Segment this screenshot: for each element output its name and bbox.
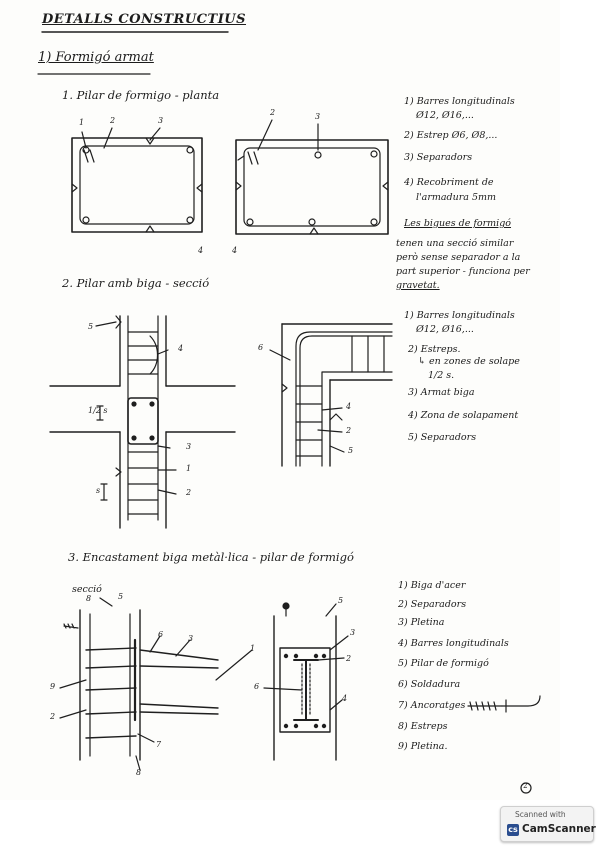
dimension-marks	[96, 405, 108, 501]
steel-beam-section-right	[263, 602, 349, 761]
mark-label: 3	[315, 112, 321, 121]
mark-label: 5	[118, 592, 124, 601]
legend1-line: 2) Estrep Ø6, Ø8,...	[404, 130, 498, 141]
spacer-right	[196, 183, 203, 193]
legend1-line: 1) Barres longitudinals	[404, 96, 515, 107]
note-line: però sense separador a la	[396, 252, 521, 263]
legend3-line: 1) Biga d'acer	[398, 580, 466, 591]
legend2-line: 5) Separadors	[408, 432, 477, 443]
legend3-line: 9) Pletina.	[398, 741, 448, 752]
mark-label: 3	[186, 442, 192, 451]
mark-label: 2	[346, 426, 352, 435]
section-heading: 1) Formigó armat	[38, 50, 154, 65]
legend2-line: 3) Armat biga	[408, 387, 475, 398]
camscanner-badge: Scanned with cs CamScanner	[500, 806, 596, 842]
page-number-circle	[520, 782, 532, 794]
spacer-bottom	[145, 225, 155, 233]
legend2-line: 4) Zona de solapament	[408, 410, 519, 421]
note-line: gravetat.	[396, 280, 440, 291]
hand-sketches	[37, 31, 541, 794]
legend1-line: l'armadura 5mm	[416, 192, 497, 203]
page-number: 2	[523, 782, 528, 790]
legend2-line: ↳ en zones de solape	[418, 356, 520, 367]
page-title: DETALLS CONSTRUCTIUS	[42, 12, 247, 27]
mark-label: 3	[350, 628, 356, 637]
legend1-line: 4) Recobriment de	[404, 177, 494, 188]
legend2-line: 2) Estreps.	[408, 344, 461, 355]
column-plan-right	[235, 139, 389, 235]
mark-label: 6	[258, 343, 264, 352]
subsection-3-title: 3. Encastament biga metàl·lica - pilar d…	[68, 550, 354, 564]
mark-label: 7	[156, 740, 162, 749]
mark-label: 8	[136, 768, 142, 777]
mark-label: 9	[50, 682, 56, 691]
note-line: tenen una secció similar	[396, 238, 514, 249]
scanned-with-label: Scanned with	[515, 810, 566, 819]
anchor-symbol	[467, 695, 541, 713]
note-line: part superior - funciona per	[396, 266, 530, 277]
camscanner-logo-icon: cs	[507, 824, 519, 836]
legend3-line: 6) Soldadura	[398, 679, 461, 690]
scanned-page: DETALLS CONSTRUCTIUS 1) Formigó armat 1.…	[37, 12, 541, 794]
fig1-leaders	[81, 119, 319, 161]
mark-label: 8	[86, 594, 92, 603]
mark-label: 4	[342, 694, 348, 703]
legend2-line: 1/2 s.	[428, 370, 455, 381]
dimension-label: 1/2 s	[88, 406, 108, 415]
legend3-line: 4) Barres longitudinals	[398, 638, 509, 649]
camscanner-brand: CamScanner	[522, 823, 596, 835]
mark-label: 6	[254, 682, 260, 691]
mark-label: 3	[188, 634, 194, 643]
dimension-label: s	[96, 486, 101, 495]
steel-beam-embedding-left	[59, 597, 253, 771]
mark-label: 1	[79, 118, 85, 127]
mark-label: 4	[346, 402, 352, 411]
mark-label: 4	[232, 246, 238, 255]
mark-label: 5	[338, 596, 344, 605]
section-label: secció	[72, 584, 102, 595]
beam-column-corner-right	[269, 323, 393, 467]
stirrup-hook	[83, 149, 95, 163]
subsection-1-title: 1. Pilar de formigo - planta	[62, 88, 220, 102]
legend3-line: 7) Ancoratges	[398, 700, 466, 711]
legend3-line: 3) Pletina	[398, 617, 445, 628]
legend3-line: 2) Separadors	[398, 599, 467, 610]
legend3-line: 8) Estreps	[398, 721, 448, 732]
mark-label: 2	[110, 116, 116, 125]
mark-label: 1	[250, 644, 256, 653]
mark-label: 1	[186, 464, 192, 473]
note-line: Les bigues de formigó	[404, 218, 512, 229]
mark-label: 5	[88, 322, 94, 331]
legend1-line: Ø12, Ø16,...	[416, 110, 474, 121]
legend1-line: 3) Separadors	[404, 152, 473, 163]
mark-label: 2	[50, 712, 56, 721]
column-beam-section-left	[49, 315, 236, 529]
legend2-line: 1) Barres longitudinals	[404, 310, 515, 321]
mark-label: 4	[178, 344, 184, 353]
mark-label: 5	[348, 446, 354, 455]
legend3-line: 5) Pilar de formigó	[398, 658, 489, 669]
mark-label: 6	[158, 630, 164, 639]
mark-label: 2	[346, 654, 352, 663]
spacer-left	[71, 183, 78, 193]
mark-label: 4	[198, 246, 204, 255]
subsection-2-title: 2. Pilar amb biga - secció	[62, 276, 210, 290]
mark-label: 3	[158, 116, 164, 125]
mark-label: 2	[270, 108, 276, 117]
legend2-line: Ø12, Ø16,...	[416, 324, 474, 335]
spacer-top	[145, 137, 155, 145]
mark-label: 2	[186, 488, 192, 497]
column-plan-left	[71, 137, 203, 233]
